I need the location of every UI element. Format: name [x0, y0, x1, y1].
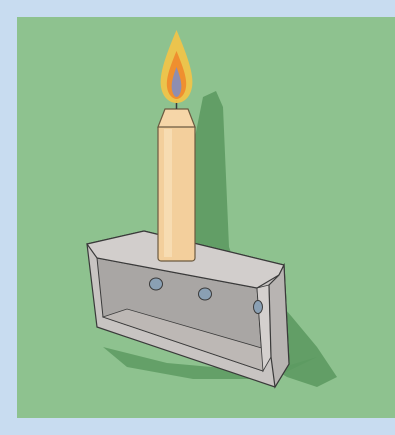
candle-highlight — [164, 129, 172, 257]
flame-icon — [161, 30, 193, 103]
candle-icon — [158, 100, 195, 261]
candle-body — [158, 125, 195, 261]
box-right-wall — [269, 265, 289, 387]
vent-hole-icon — [254, 301, 263, 314]
illustration-panel — [17, 17, 395, 418]
candle-scene — [17, 17, 395, 418]
candle-top — [158, 109, 195, 127]
vent-hole-icon — [150, 278, 163, 290]
vent-hole-icon — [199, 288, 212, 300]
